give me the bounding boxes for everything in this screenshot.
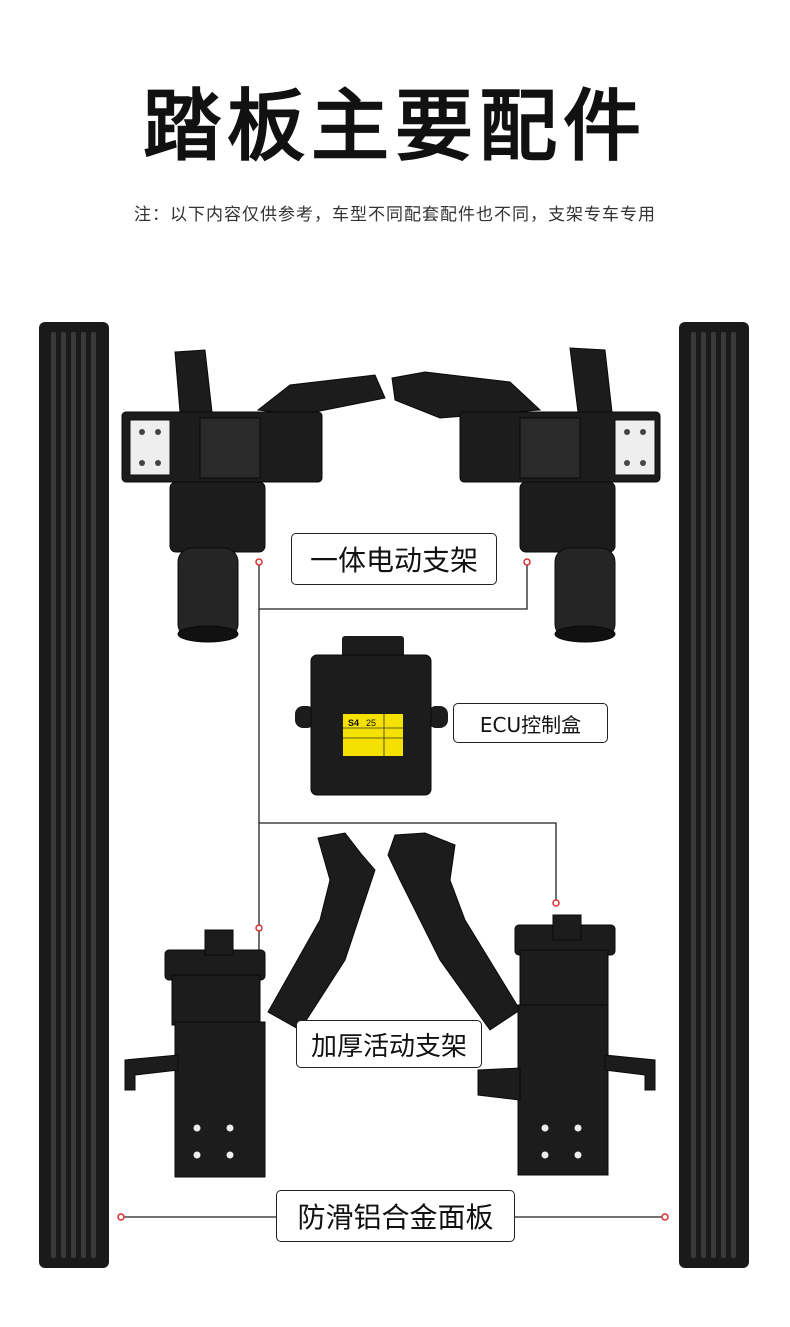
ecu-sticker-number: 25 <box>366 718 376 728</box>
ecu-control-box: S4 25 <box>295 636 448 796</box>
motor-bracket-left <box>121 349 386 643</box>
motor-bracket-right <box>391 347 661 643</box>
page-note: 注：以下内容仅供参考，车型不同配套配件也不同，支架专车专用 <box>134 205 656 225</box>
label-aluminum-panel: 防滑铝合金面板 <box>276 1190 515 1242</box>
label-motor-bracket: 一体电动支架 <box>291 533 497 585</box>
label-active-bracket: 加厚活动支架 <box>296 1020 482 1068</box>
active-bracket-left <box>124 832 376 1178</box>
active-bracket-right <box>387 832 656 1176</box>
aluminum-running-board-right <box>679 322 749 1268</box>
label-ecu-box: ECU控制盒 <box>453 703 608 743</box>
aluminum-running-board-left <box>39 322 109 1268</box>
leader-dots <box>117 558 669 1221</box>
page-title: 踏板主要配件 <box>142 82 647 172</box>
ecu-sticker-model: S4 <box>348 718 359 728</box>
